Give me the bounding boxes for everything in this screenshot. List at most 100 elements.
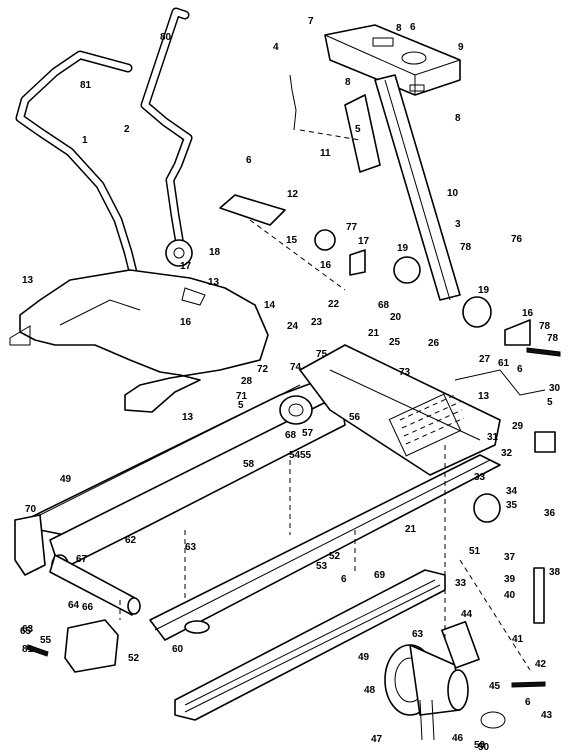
callout-label: 61	[498, 358, 510, 369]
callout-label: 6	[410, 22, 416, 33]
callout-label: 42	[535, 659, 547, 670]
callout-label: 8	[455, 113, 461, 124]
callout-label: 77	[346, 222, 358, 233]
drive-pulley	[279, 395, 313, 425]
callout-label: 34	[506, 486, 518, 497]
callout-label: 72	[257, 364, 269, 375]
callout-label: 78	[460, 242, 472, 253]
callout-label: 6	[341, 574, 347, 585]
callout-label: 59	[474, 740, 486, 751]
callout-label: 60	[172, 644, 184, 655]
callout-label: 14	[264, 300, 276, 311]
callout-label: 63	[22, 624, 34, 635]
callout-label: 40	[504, 590, 516, 601]
callout-label: 76	[511, 234, 523, 245]
callout-label: 21	[405, 524, 417, 535]
callout-label: 65	[20, 626, 32, 637]
wheel-right-icon	[165, 239, 193, 267]
callout-label: 30	[549, 383, 561, 394]
callout-label: 70	[25, 504, 37, 515]
callout-label: 5	[355, 124, 361, 135]
grill-icon	[399, 394, 465, 445]
callout-label: 3	[455, 219, 461, 230]
deck-frame	[14, 344, 501, 641]
callout-label: 63	[185, 542, 197, 553]
bracket-12-icon	[219, 194, 286, 226]
callout-label: 19	[478, 285, 490, 296]
callout-label: 26	[428, 338, 440, 349]
callout-label: 10	[447, 188, 459, 199]
callout-label: 19	[397, 243, 409, 254]
callout-label: 73	[399, 367, 411, 378]
callout-label: 21	[368, 328, 380, 339]
callout-label: 32	[501, 448, 513, 459]
callout-label: 62	[125, 535, 137, 546]
callout-label: 50	[478, 742, 490, 753]
callout-label: 17	[358, 236, 370, 247]
callout-label: 49	[60, 474, 72, 485]
callout-label: 8	[345, 77, 351, 88]
callout-label: 9	[458, 42, 464, 53]
callout-label: 68	[285, 430, 297, 441]
callout-label: 33	[474, 472, 486, 483]
callout-label: 13	[22, 275, 34, 286]
callout-label: 31	[487, 432, 499, 443]
callout-label: 13	[182, 412, 194, 423]
callout-label: 29	[512, 421, 524, 432]
callout-label: 69	[374, 570, 386, 581]
motor	[384, 620, 480, 716]
console	[324, 24, 461, 96]
callout-label: 16	[180, 317, 192, 328]
callout-label: 68	[378, 300, 390, 311]
callout-label: 47	[371, 734, 383, 745]
callout-label: 45	[489, 681, 501, 692]
callout-label: 22	[328, 299, 340, 310]
callout-label: 81	[80, 80, 92, 91]
callout-label: 39	[504, 574, 516, 585]
callout-label: 49	[358, 652, 370, 663]
callout-label: 5	[547, 397, 553, 408]
callout-label: 38	[549, 567, 561, 578]
callout-label: 58	[243, 459, 255, 470]
callout-label: 71	[236, 391, 248, 402]
callout-label: 23	[311, 317, 323, 328]
callout-label: 24	[287, 321, 299, 332]
callout-label: 17	[180, 261, 192, 272]
callout-label: 13	[478, 391, 490, 402]
callout-label: 6	[525, 697, 531, 708]
callout-label: 36	[544, 508, 556, 519]
handlebar-right	[140, 7, 193, 267]
callout-label: 46	[452, 733, 464, 744]
callout-label: 44	[461, 609, 473, 620]
callout-label: 11	[320, 148, 331, 159]
callout-label: 80	[160, 32, 172, 43]
callout-label: 43	[541, 710, 553, 721]
callout-label: 33	[455, 578, 467, 589]
callout-label: 27	[479, 354, 491, 365]
callout-label: 2	[124, 124, 130, 135]
callout-label: 53	[316, 561, 328, 572]
callout-label: 74	[290, 362, 302, 373]
assembly-lines	[119, 129, 531, 671]
upright-post	[374, 74, 461, 301]
callout-label: 54	[289, 450, 301, 461]
callout-label: 78	[539, 321, 551, 332]
hardware	[26, 74, 561, 741]
callout-label: 48	[364, 685, 376, 696]
callout-label: 5	[238, 400, 244, 411]
callout-label: 81	[22, 644, 34, 655]
callout-label: 7	[308, 16, 314, 27]
callout-label: 18	[209, 247, 221, 258]
callout-label: 8	[396, 23, 402, 34]
callout-label: 51	[469, 546, 481, 557]
callout-label: 15	[286, 235, 298, 246]
callout-label: 6	[246, 155, 252, 166]
callout-label: 52	[128, 653, 140, 664]
callout-label: 57	[302, 428, 314, 439]
callout-label: 16	[320, 260, 332, 271]
callout-label: 66	[82, 602, 94, 613]
callout-label: 55	[40, 635, 52, 646]
callout-label: 37	[504, 552, 516, 563]
callout-label: 1	[82, 135, 88, 146]
